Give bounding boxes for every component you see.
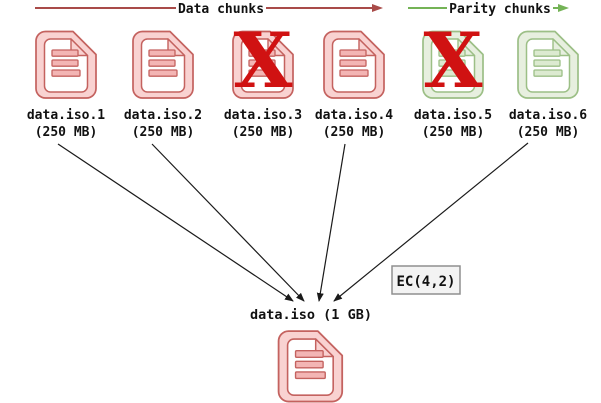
reconstruction-arrow-from-chunk-2 <box>151 143 305 302</box>
document-icon-textline <box>51 59 79 67</box>
chunk-document-icon-5: X <box>422 16 484 105</box>
document-icon-textline <box>294 360 324 369</box>
reconstruction-arrow-from-chunk-4 <box>316 143 346 302</box>
document-icon-textline <box>248 59 276 67</box>
document-icon-textline <box>294 371 326 380</box>
chunk-document-icon-4 <box>323 30 385 99</box>
chunk-name-label: data.iso.5 <box>414 108 492 123</box>
document-icon-textline <box>438 69 468 77</box>
document-icon-textline <box>294 350 324 358</box>
chunk-name-label: data.iso.3 <box>224 108 302 123</box>
document-icon-textline <box>438 49 466 57</box>
document-icon-textline <box>438 59 466 67</box>
chunk-size-label: (250 MB) <box>422 125 485 140</box>
output-file-icon <box>277 330 344 403</box>
ec-annotation: EC(4,2) <box>391 265 461 295</box>
chunk-document-icon-3: X <box>232 16 294 105</box>
document-icon-textline <box>339 59 367 67</box>
failed-x-icon: X <box>234 16 293 105</box>
chunk-name-label: data.iso.2 <box>124 108 202 123</box>
document-icon-textline <box>339 49 367 57</box>
chunk-name-label: data.iso.6 <box>509 108 587 123</box>
chunk-size-label: (250 MB) <box>517 125 580 140</box>
chunk-size-label: (250 MB) <box>132 125 195 140</box>
reconstruction-arrow-from-chunk-1 <box>57 143 294 302</box>
parity-chunks-label: Parity chunks <box>449 2 551 17</box>
chunk-name-label: data.iso.1 <box>27 108 105 123</box>
header-data-chunks-arrow: Data chunks <box>35 2 383 17</box>
document-icon-textline <box>148 59 176 67</box>
document-icon-textline <box>148 49 176 57</box>
chunk-size-label: (250 MB) <box>232 125 295 140</box>
document-icon-textline <box>148 69 178 77</box>
document-icon-textline <box>339 69 369 77</box>
output-file-label: data.iso (1 GB) <box>250 307 372 323</box>
failed-x-icon: X <box>424 16 483 105</box>
chunk-size-label: (250 MB) <box>35 125 98 140</box>
chunk-document-icon-2 <box>132 30 194 99</box>
reconstruction-arrows <box>57 142 529 302</box>
document-icon-textline <box>533 69 563 77</box>
header-parity-chunks-arrow: Parity chunks <box>408 2 569 17</box>
chunk-document-icon-6 <box>517 30 579 99</box>
reconstruction-arrow-from-chunk-6 <box>333 142 529 302</box>
document-icon-textline <box>533 49 561 57</box>
document-icon-textline <box>248 49 276 57</box>
output-document-icon <box>277 330 344 403</box>
document-icon-textline <box>533 59 561 67</box>
document-icon-textline <box>51 49 79 57</box>
chunk-name-label: data.iso.4 <box>315 108 393 123</box>
data-chunks-label: Data chunks <box>178 2 264 17</box>
document-icon-textline <box>51 69 81 77</box>
ec-box <box>391 265 461 295</box>
chunk-labels-row: data.iso.1 (250 MB) data.iso.2 (250 MB) data… <box>27 108 587 140</box>
document-icon-textline <box>248 69 278 77</box>
chunk-document-icon-1 <box>35 30 97 99</box>
ec-label: EC(4,2) <box>396 274 455 290</box>
chunk-size-label: (250 MB) <box>323 125 386 140</box>
